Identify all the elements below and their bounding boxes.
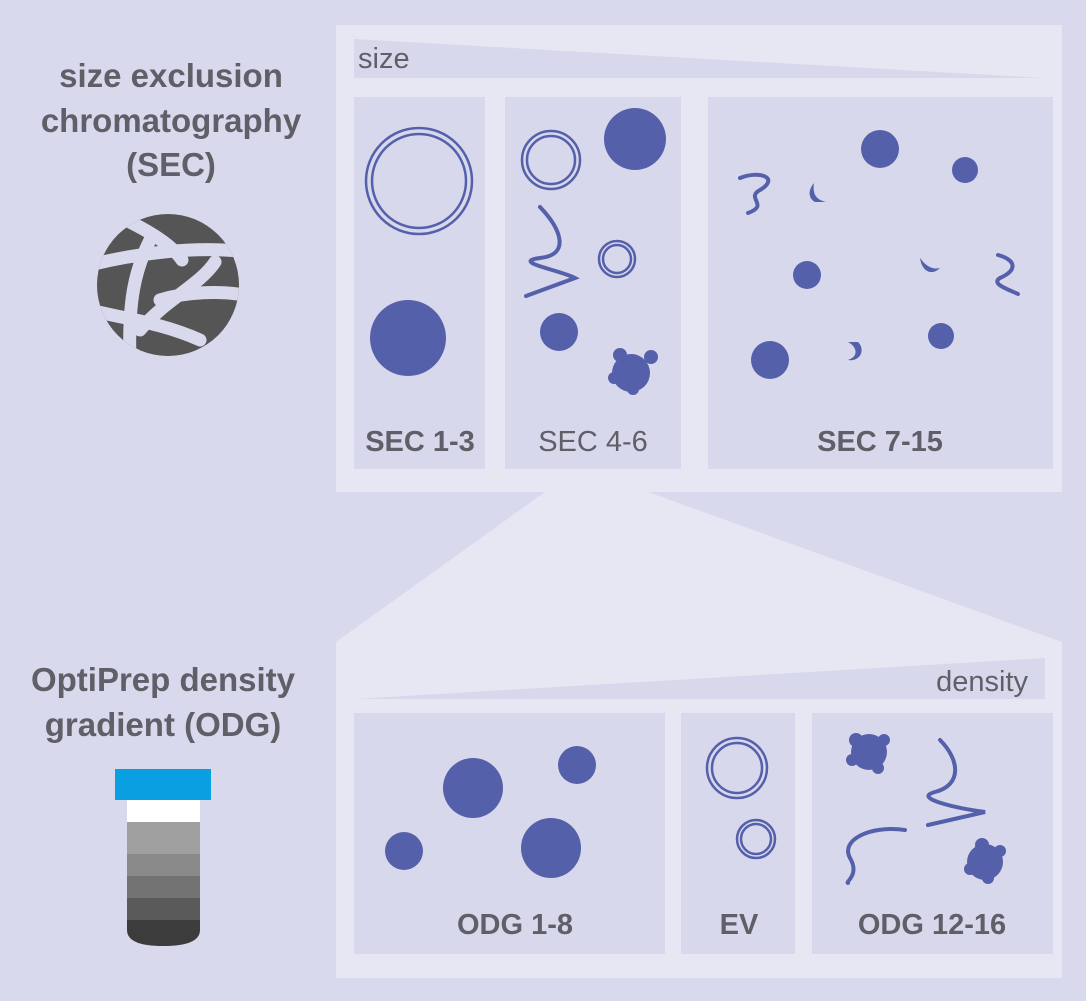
density-gradient-tube-icon	[115, 769, 211, 946]
large-lipoprotein	[370, 300, 446, 376]
small-vesicle	[597, 239, 637, 279]
protein-strand	[926, 738, 986, 827]
sec-title-line-3: (SEC)	[126, 146, 216, 183]
sec-title-line-1: size exclusion	[59, 57, 283, 94]
odg-12-16-particles	[845, 733, 1006, 885]
protein-strand	[524, 205, 580, 298]
density-wedge	[354, 658, 1045, 699]
sec-title: size exclusion chromatography (SEC)	[41, 57, 302, 183]
sec-1-3-particles	[364, 126, 474, 376]
aggregate	[964, 838, 1006, 884]
aggregate	[608, 348, 658, 395]
vesicle	[705, 736, 769, 800]
odg-1-8-particles	[385, 746, 596, 878]
aggregate	[846, 733, 890, 774]
odg-fraction-label-3: ODG 12-16	[858, 909, 1006, 941]
odg-title-line-2: gradient (ODG)	[45, 706, 282, 743]
sec-7-15-particles	[738, 130, 1020, 379]
lipoprotein	[604, 108, 666, 170]
sec-fraction-label-2: SEC 4-6	[538, 426, 648, 458]
size-axis-label: size	[358, 43, 410, 75]
sec-fraction-label-3: SEC 7-15	[817, 426, 943, 458]
large-vesicle	[364, 126, 474, 236]
porous-bead-icon	[97, 214, 239, 356]
vesicle	[520, 129, 582, 191]
sec-fraction-box-1	[354, 97, 485, 469]
odg-fraction-label-2: EV	[720, 909, 759, 941]
particle	[540, 313, 578, 351]
density-axis-label: density	[936, 666, 1028, 698]
sec-fraction-label-1: SEC 1-3	[365, 426, 475, 458]
sec-4-6-particles	[520, 108, 666, 395]
size-wedge	[354, 39, 1045, 78]
odg-fraction-label-1: ODG 1-8	[457, 909, 573, 941]
sec-title-line-2: chromatography	[41, 102, 302, 139]
odg-title-line-1: OptiPrep density	[31, 661, 296, 698]
small-vesicle	[735, 818, 777, 860]
odg-title: OptiPrep density gradient (ODG)	[31, 661, 296, 743]
protein-strand	[845, 827, 907, 885]
ev-particles	[705, 736, 777, 860]
zoom-wedge	[336, 492, 1062, 642]
